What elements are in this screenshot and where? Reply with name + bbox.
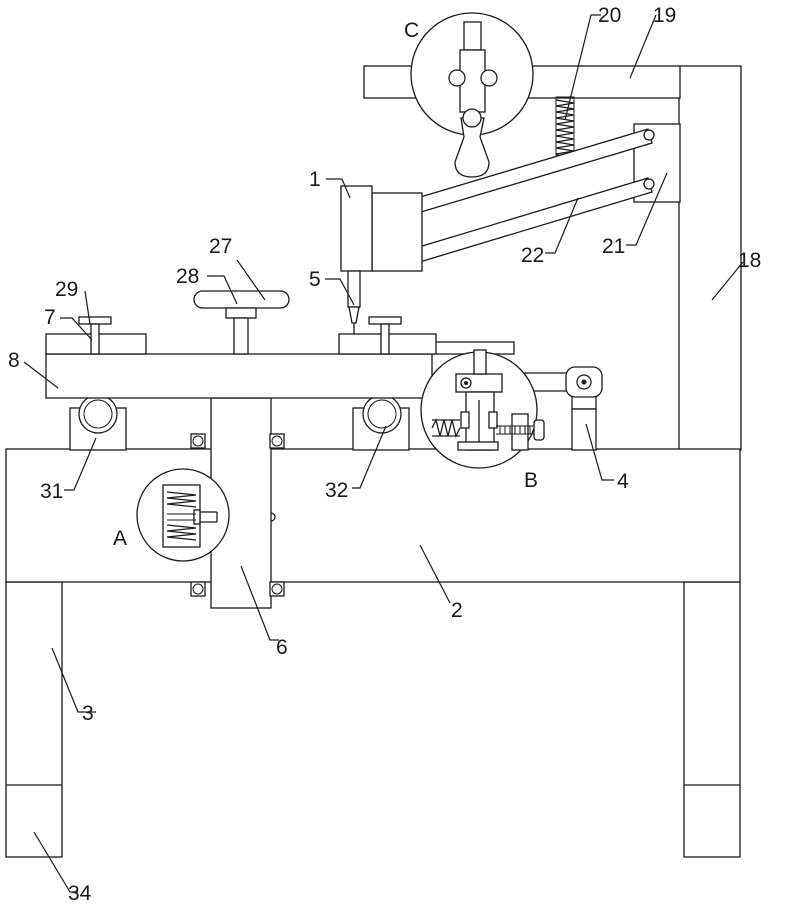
label-27: 27 bbox=[209, 235, 232, 258]
label-2: 2 bbox=[451, 599, 463, 622]
label-21: 21 bbox=[602, 235, 625, 258]
label-22: 22 bbox=[521, 244, 544, 267]
label-5: 5 bbox=[309, 268, 321, 291]
handle-27 bbox=[194, 291, 289, 354]
right-leg bbox=[684, 582, 740, 857]
detail-b bbox=[421, 350, 544, 468]
tool-head-1 bbox=[341, 186, 372, 271]
mount-plate bbox=[372, 193, 422, 271]
label-6: 6 bbox=[276, 636, 288, 659]
spring-20 bbox=[556, 97, 574, 155]
roller-31 bbox=[79, 395, 117, 433]
label-7: 7 bbox=[44, 306, 56, 329]
label-34: 34 bbox=[68, 882, 92, 905]
detail-c bbox=[411, 13, 533, 177]
label-detail-c: C bbox=[404, 19, 419, 42]
label-3: 3 bbox=[82, 702, 94, 725]
label-31: 31 bbox=[40, 480, 63, 503]
roller-32 bbox=[363, 395, 401, 433]
label-20: 20 bbox=[598, 4, 621, 27]
label-29: 29 bbox=[55, 278, 78, 301]
table-body-2 bbox=[6, 449, 740, 582]
label-19: 19 bbox=[653, 4, 676, 27]
column-18 bbox=[679, 66, 741, 450]
label-1: 1 bbox=[309, 168, 321, 191]
label-4: 4 bbox=[617, 470, 629, 493]
label-8: 8 bbox=[8, 349, 20, 372]
label-18: 18 bbox=[738, 249, 761, 272]
left-leg bbox=[6, 582, 62, 857]
label-detail-b: B bbox=[524, 469, 538, 492]
label-28: 28 bbox=[176, 265, 199, 288]
workbench-8 bbox=[46, 354, 432, 398]
detail-a bbox=[137, 469, 229, 561]
label-32: 32 bbox=[325, 479, 348, 502]
label-detail-a: A bbox=[113, 527, 127, 550]
